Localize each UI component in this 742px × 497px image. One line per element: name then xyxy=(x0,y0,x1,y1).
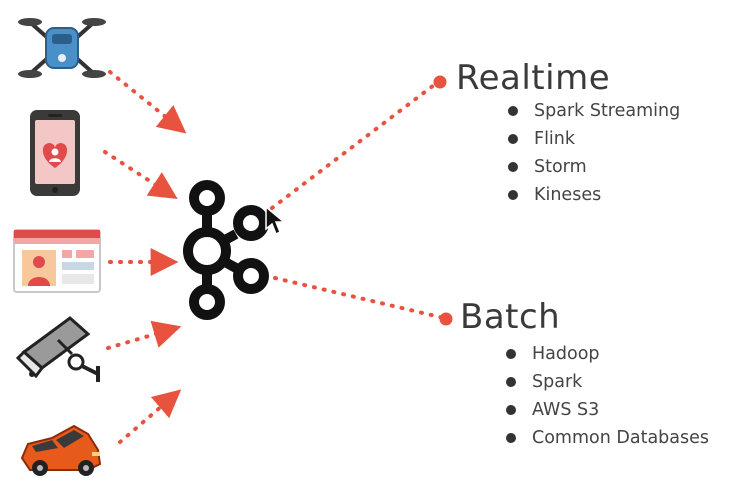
realtime-item: Spark Streaming xyxy=(508,97,680,125)
smartphone-heart-icon xyxy=(30,110,80,196)
bullet-dot xyxy=(506,349,516,359)
arrow-car xyxy=(118,389,182,444)
realtime-item: Kineses xyxy=(508,181,680,209)
batch-heading: Batch xyxy=(460,297,561,337)
batch-item-label: AWS S3 xyxy=(532,400,600,420)
realtime-item-label: Storm xyxy=(534,157,587,177)
arrow-camera xyxy=(106,320,182,350)
bullet-dot xyxy=(508,134,518,144)
line-to-realtime xyxy=(270,80,440,210)
realtime-item-label: Spark Streaming xyxy=(534,101,681,121)
batch-list: Hadoop Spark AWS S3 Common Databases xyxy=(506,340,709,452)
bullet-dot xyxy=(508,162,518,172)
drone-icon xyxy=(18,18,106,78)
mouse-cursor-icon xyxy=(265,205,287,236)
bullet-dot xyxy=(508,190,518,200)
realtime-endpoint-dot xyxy=(433,75,447,89)
batch-item: Spark xyxy=(506,368,709,396)
realtime-list: Spark Streaming Flink Storm Kineses xyxy=(508,97,680,209)
batch-item: Hadoop xyxy=(506,340,709,368)
web-page-icon xyxy=(13,229,101,293)
incoming-arrows xyxy=(103,70,187,444)
realtime-item-label: Kineses xyxy=(534,185,602,205)
bullet-dot xyxy=(506,433,516,443)
batch-item-label: Common Databases xyxy=(532,428,709,448)
batch-item: Common Databases xyxy=(506,424,709,452)
batch-item-label: Hadoop xyxy=(532,344,600,364)
realtime-item: Flink xyxy=(508,125,680,153)
bullet-dot xyxy=(508,106,518,116)
bullet-dot xyxy=(506,377,516,387)
car-icon xyxy=(20,424,102,476)
kafka-logo-icon xyxy=(183,180,269,320)
arrow-drone xyxy=(108,70,187,134)
realtime-item-label: Flink xyxy=(534,129,576,149)
batch-item-label: Spark xyxy=(532,372,583,392)
realtime-heading: Realtime xyxy=(456,58,611,98)
batch-item: AWS S3 xyxy=(506,396,709,424)
batch-endpoint-dot xyxy=(439,312,453,326)
bullet-dot xyxy=(506,405,516,415)
line-to-batch xyxy=(273,276,446,320)
arrow-phone xyxy=(103,150,178,200)
outgoing-lines xyxy=(270,80,446,320)
realtime-item: Storm xyxy=(508,153,680,181)
security-camera-icon xyxy=(15,316,100,382)
